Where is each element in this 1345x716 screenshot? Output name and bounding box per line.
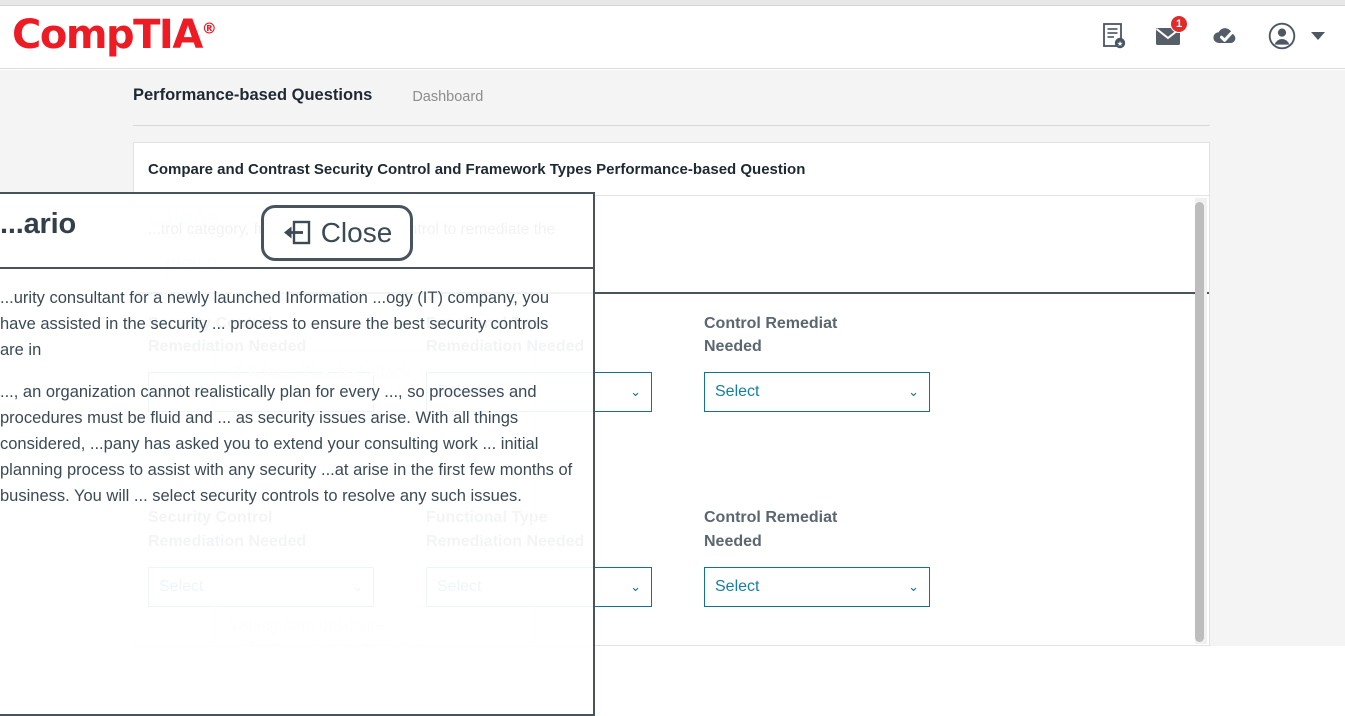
select-control-1[interactable]: Select ⌄ [704, 372, 930, 413]
chevron-down-icon: ⌄ [908, 384, 919, 400]
modal-header: ...ario Close [0, 194, 593, 269]
select-value: Select [715, 577, 760, 595]
modal-title: ...ario [0, 208, 76, 240]
site-header: CompTIA® ★ 1 [0, 6, 1345, 69]
mail-badge: 1 [1170, 15, 1188, 33]
column-label: Control Remediat Needed [704, 315, 838, 356]
header-icon-group: ★ 1 [1097, 15, 1327, 56]
logo-text: CompTIA [12, 12, 203, 58]
browser-chrome-strip [0, 0, 1345, 6]
close-button[interactable]: Close [261, 205, 413, 261]
chevron-down-icon: ⌄ [908, 578, 919, 594]
chevron-down-icon: ⌄ [630, 384, 641, 400]
account-icon[interactable] [1265, 16, 1299, 56]
scrollbar-track[interactable] [1195, 198, 1207, 644]
select-value: Select [715, 383, 760, 401]
chevron-down-icon: ⌄ [630, 578, 641, 594]
tab-performance-based-questions[interactable]: Performance-based Questions [133, 86, 373, 104]
scenario-modal: ...ario Close ...urity consultant for a … [0, 192, 595, 716]
chevron-down-icon[interactable] [1309, 16, 1327, 56]
column-control-1: Control Remediat Needed Select ⌄ [704, 312, 982, 413]
modal-paragraph-1: ...urity consultant for a newly launched… [0, 289, 550, 360]
column-control-2: Control Remediat Needed Select ⌄ [704, 506, 982, 607]
select-control-2[interactable]: Select ⌄ [704, 566, 930, 607]
cloud-check-icon[interactable] [1209, 16, 1243, 56]
tab-bar: Performance-based Questions Dashboard [133, 78, 1210, 126]
column-label: Control Remediat Needed [704, 509, 838, 550]
modal-paragraph-2: ..., an organization cannot realisticall… [0, 383, 573, 506]
logo-trademark: ® [201, 19, 217, 38]
tab-dashboard[interactable]: Dashboard [412, 89, 484, 105]
page-body: Performance-based Questions Dashboard Co… [0, 70, 1345, 716]
modal-body: ...urity consultant for a newly launched… [0, 269, 593, 510]
comptia-logo[interactable]: CompTIA® [12, 12, 217, 58]
exit-arrow-icon [283, 220, 310, 245]
mail-icon[interactable]: 1 [1153, 15, 1188, 56]
scrollbar-thumb[interactable] [1195, 202, 1204, 642]
card-title: Compare and Contrast Security Control an… [134, 143, 1209, 196]
close-button-label: Close [320, 217, 393, 248]
certificate-icon[interactable]: ★ [1097, 16, 1131, 56]
svg-text:★: ★ [1117, 40, 1123, 48]
